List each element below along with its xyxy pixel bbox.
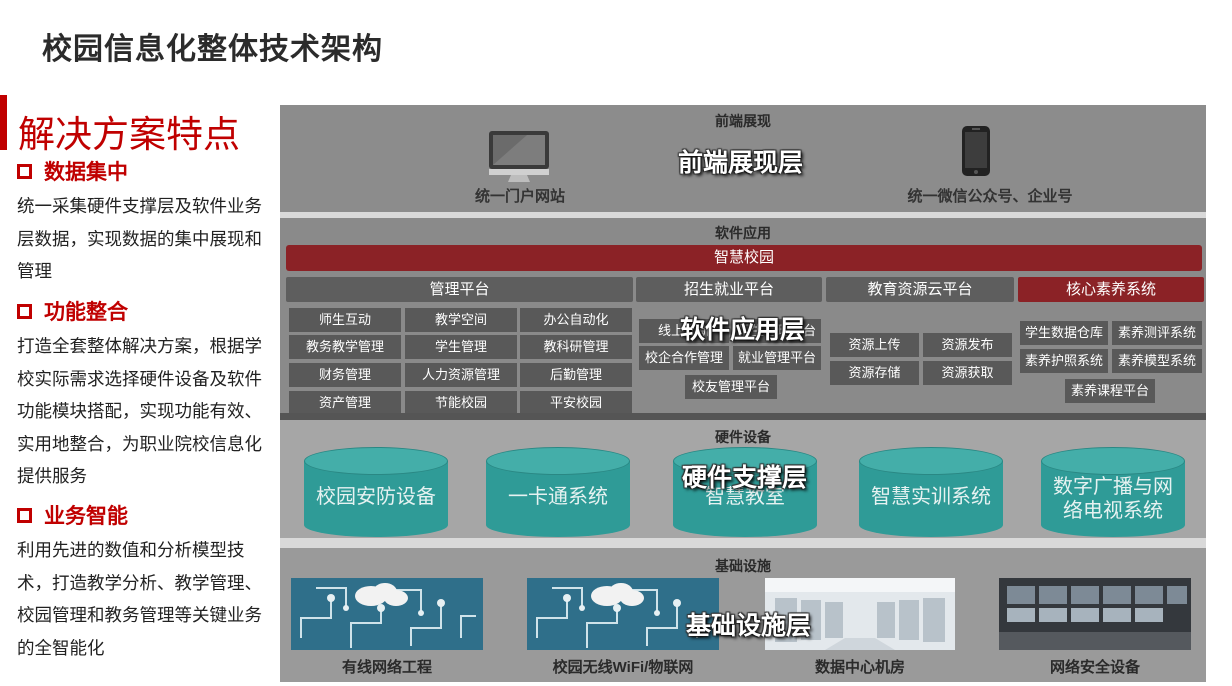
cylinder-label: 智慧实训系统: [871, 486, 991, 508]
features-heading: 解决方案特点: [18, 115, 240, 156]
category-recruit: 招生就业平台: [636, 277, 822, 302]
module-cell: 校友管理平台: [685, 375, 777, 399]
hardware-cylinder: 智慧教室: [673, 447, 817, 545]
software-layer: 软件应用 智慧校园 管理平台 招生就业平台 教育资源云平台 核心素养系统 师生互…: [280, 218, 1206, 420]
hardware-cylinder: 校园安防设备: [304, 447, 448, 545]
layer-name: 前端展现层: [678, 149, 804, 177]
feature-title: 功能整合: [44, 301, 128, 324]
layer-name: 硬件支撑层: [682, 464, 808, 492]
module-cell: 办公自动化: [520, 308, 632, 332]
cylinder-label: 智慧教室: [705, 486, 785, 508]
hardware-cylinder: 智慧实训系统: [859, 447, 1003, 545]
infra-layer: 基础设施: [280, 548, 1206, 682]
feature-text: 打造全套整体解决方案，根据学校实际需求选择硬件设备及软件功能模块搭配，实现功能有…: [17, 336, 262, 486]
layer-separator: [280, 212, 1206, 218]
infra-caption: 数据中心机房: [814, 659, 905, 676]
data-center-image: [765, 578, 955, 650]
module-cell: 人力资源管理: [405, 363, 517, 387]
module-cell: 资源存储: [830, 361, 919, 385]
square-bullet-icon: [17, 163, 32, 179]
module-cell: 素养护照系统: [1020, 349, 1108, 373]
frontend-item: 统一微信公众号、企业号: [907, 188, 1073, 205]
module-cell: 素养课程平台: [1065, 379, 1155, 403]
module-cell: 教务教学管理: [289, 335, 401, 359]
module-cell: 教学空间: [405, 308, 517, 332]
category-literacy: 核心素养系统: [1018, 277, 1204, 302]
cylinder-label: 校园安防设备: [316, 486, 436, 508]
module-cell: 资产管理: [289, 391, 401, 415]
module-cell: 素养模型系统: [1112, 349, 1202, 373]
module-cell: 师生互动: [289, 308, 401, 332]
frontend-layer: 前端展现 前端展现层 统一门户网站 统一微信公众号、企业号: [280, 105, 1206, 212]
module-cell: 资源获取: [923, 361, 1012, 385]
frontend-item: 统一门户网站: [474, 188, 565, 205]
hardware-cylinder: 数字广播与网络电视系统: [1041, 447, 1185, 545]
accent-bar: [0, 95, 7, 150]
module-cell: 后勤管理: [520, 363, 632, 387]
security-equipment-image: [999, 578, 1191, 650]
module-cell: 教科研管理: [520, 335, 632, 359]
feature-text: 统一采集硬件支撑层及软件业务层数据，实现数据的集中展现和管理: [17, 196, 262, 281]
module-cell: 财务管理: [289, 363, 401, 387]
layer-label: 软件应用: [715, 225, 771, 241]
feature-text: 利用先进的数值和分析模型技术，打造教学分析、教学管理、校园管理和教务管理等关键业…: [17, 540, 262, 658]
feature-data-centralization: 数据集中 统一采集硬件支撑层及软件业务层数据，实现数据的集中展现和管理: [17, 156, 267, 288]
monitor-icon: [489, 131, 549, 182]
module-cell: 资源发布: [923, 333, 1012, 357]
cloud-network-icon: [527, 578, 719, 650]
hardware-cylinder: 一卡通系统: [486, 447, 630, 545]
module-cell: 学生管理: [405, 335, 517, 359]
page-title: 校园信息化整体技术架构: [42, 33, 383, 66]
module-cell: 节能校园: [405, 391, 517, 415]
module-cell: 素养测评系统: [1112, 321, 1202, 345]
layer-separator: [280, 538, 1206, 548]
layer-bottom-band: [280, 413, 1206, 420]
smart-campus-bar: 智慧校园: [286, 245, 1202, 271]
module-cell: 资源上传: [830, 333, 919, 357]
layer-label: 前端展现: [715, 113, 771, 129]
feature-title: 数据集中: [44, 161, 128, 184]
cylinder-label: 一卡通系统: [508, 486, 608, 508]
layer-label: 硬件设备: [715, 429, 771, 445]
feature-intelligence: 业务智能 利用先进的数值和分析模型技术，打造教学分析、教学管理、校园管理和教务管…: [17, 500, 267, 664]
cloud-network-icon: [291, 578, 483, 650]
module-cell: 线上迎新: [639, 319, 729, 343]
category-management: 管理平台: [286, 277, 633, 302]
layer-name: 基础设施层: [686, 612, 812, 640]
module-cell: 学生数据仓库: [1020, 321, 1108, 345]
feature-integration: 功能整合 打造全套整体解决方案，根据学校实际需求选择硬件设备及软件功能模块搭配，…: [17, 296, 267, 493]
hardware-layer: 硬件设备 校园安防设备 一卡通系统 智慧教室 智慧实训系统 数字广播与网络电视系…: [280, 420, 1206, 538]
square-bullet-icon: [17, 507, 32, 523]
square-bullet-icon: [17, 303, 32, 319]
infra-caption: 网络安全设备: [1049, 659, 1140, 676]
module-cell: 招生管理平台: [733, 319, 821, 343]
layer-label: 基础设施: [715, 558, 771, 574]
phone-icon: [962, 126, 990, 176]
module-cell: 就业管理平台: [733, 346, 821, 370]
cylinder-label: 数字广播与网络电视系统: [1053, 476, 1173, 522]
module-cell: 校企合作管理: [639, 346, 729, 370]
category-resource: 教育资源云平台: [826, 277, 1014, 302]
wireless-network-image: [527, 578, 719, 650]
wired-network-image: [291, 578, 483, 650]
feature-title: 业务智能: [44, 505, 128, 528]
layer-name: 软件应用层: [680, 316, 806, 344]
infra-caption: 校园无线WiFi/物联网: [552, 659, 694, 676]
infra-caption: 有线网络工程: [341, 659, 432, 676]
module-cell: 平安校园: [520, 391, 632, 415]
